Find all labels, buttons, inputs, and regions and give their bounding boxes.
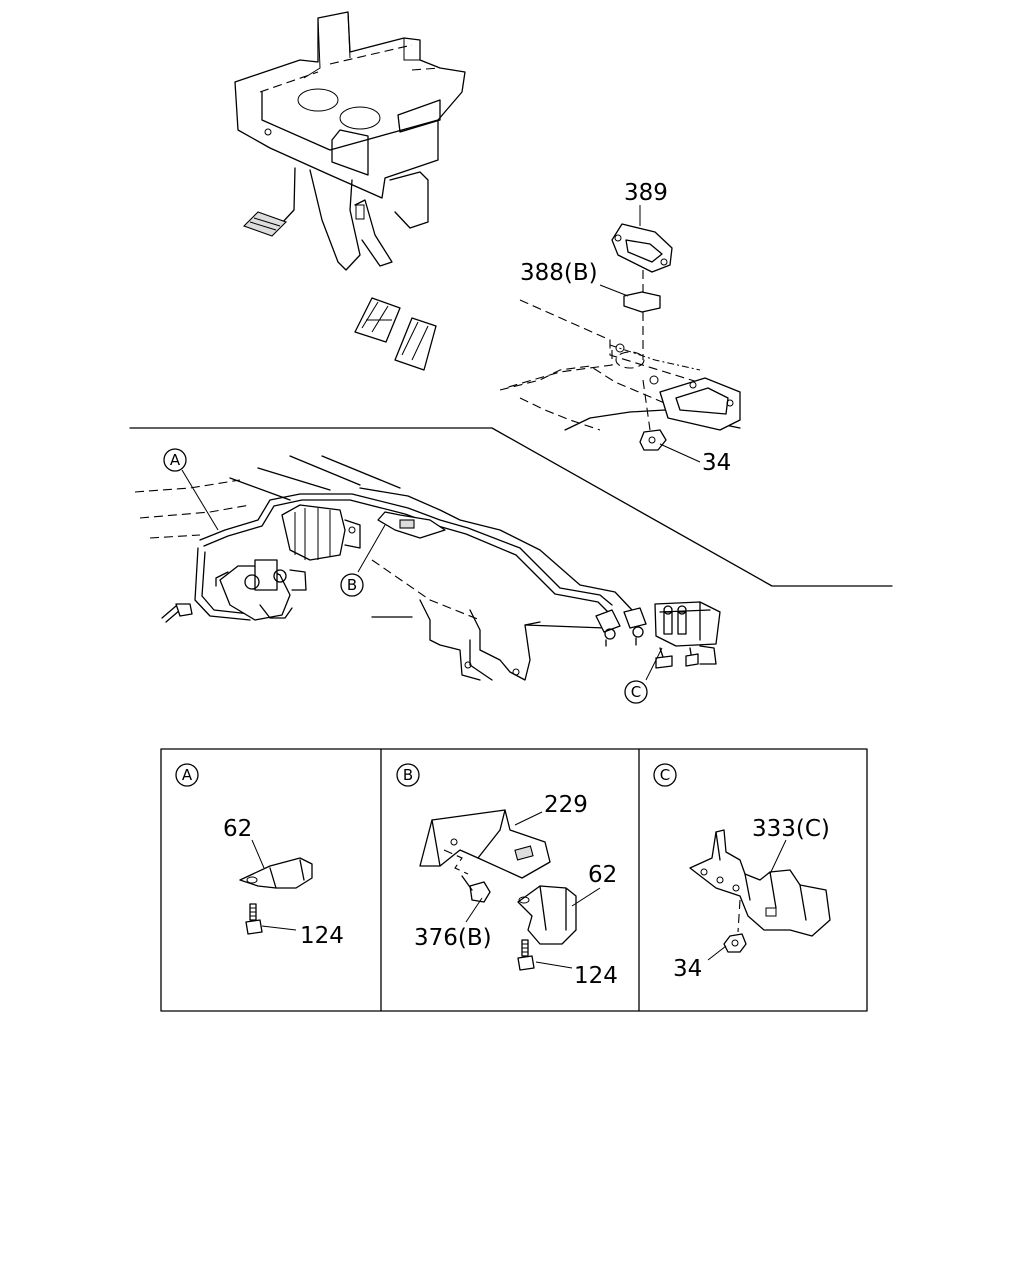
leader-lines bbox=[181, 205, 787, 969]
callout-376b: 376(B) bbox=[414, 925, 492, 951]
detail-a-parts bbox=[239, 857, 313, 935]
pedal-bracket-assembly bbox=[234, 11, 466, 371]
callout-62-detail-a: 62 bbox=[223, 816, 252, 842]
detail-c-parts bbox=[689, 829, 831, 953]
panel-a-marker: A bbox=[175, 763, 199, 787]
callout-124-detail-a: 124 bbox=[300, 923, 344, 949]
panel-c-marker-letter: C bbox=[660, 766, 670, 784]
callout-34-floor: 34 bbox=[702, 450, 731, 476]
panel-c-marker: C bbox=[653, 763, 677, 787]
callout-62-detail-b: 62 bbox=[588, 862, 617, 888]
marker-b-letter: B bbox=[347, 576, 357, 594]
callout-229: 229 bbox=[544, 792, 588, 818]
floor-panel-assembly bbox=[499, 223, 741, 451]
panel-b-marker: B bbox=[396, 763, 420, 787]
marker-c: C bbox=[624, 680, 648, 704]
marker-a-letter: A bbox=[170, 451, 181, 469]
panel-b-marker-letter: B bbox=[403, 766, 413, 784]
section-divider bbox=[129, 427, 893, 587]
brake-pipe-assembly bbox=[134, 455, 721, 681]
callout-34-detail-c: 34 bbox=[673, 956, 702, 982]
callout-124-detail-b: 124 bbox=[574, 963, 618, 989]
detail-b-parts bbox=[419, 809, 577, 971]
callout-388b: 388(B) bbox=[520, 260, 598, 286]
callout-333c: 333(C) bbox=[752, 816, 830, 842]
panel-a-marker-letter: A bbox=[182, 766, 193, 784]
marker-c-letter: C bbox=[631, 683, 641, 701]
marker-a: A bbox=[163, 448, 187, 472]
marker-b: B bbox=[340, 573, 364, 597]
callout-389: 389 bbox=[624, 180, 668, 206]
detail-panels-frame bbox=[160, 748, 868, 1012]
